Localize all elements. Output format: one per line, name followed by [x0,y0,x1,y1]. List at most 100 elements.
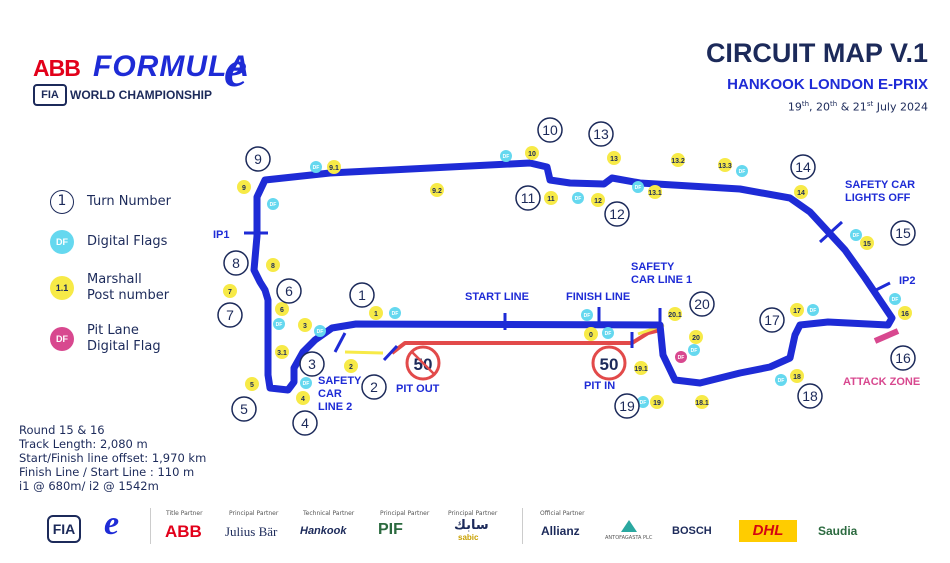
svg-text:14: 14 [795,159,811,175]
svg-text:4: 4 [301,415,309,431]
marshall-post: 18 [790,369,804,383]
principal-partner-label-2: Principal Partner [380,510,430,517]
svg-text:DF: DF [575,196,582,202]
svg-text:16: 16 [895,350,911,366]
marshall-post: 0 [584,327,598,341]
svg-text:12: 12 [609,206,625,222]
digital-flag: DF [581,309,593,321]
world-championship-label: WORLD CHAMPIONSHIP [70,88,212,102]
svg-text:DF: DF [303,381,310,387]
pif-logo: PIF [378,521,403,538]
marshall-post: 18.1 [695,395,709,409]
legend-label: Turn Number [87,194,171,209]
svg-text:DF: DF [892,297,899,303]
fia-logo: FIA [33,84,67,106]
turn-marker: 6 [276,278,302,304]
turn-marker: 19 [614,393,640,419]
svg-text:DF: DF [739,169,746,175]
svg-text:DF: DF [313,165,320,171]
marshall-post: 17 [790,303,804,317]
turn-marker: 15 [890,220,916,246]
start-line-label: START LINE [465,291,529,303]
pit-df-symbol: DF [50,327,74,351]
svg-text:10: 10 [528,151,536,158]
svg-text:14: 14 [797,190,805,197]
finish-line-label: FINISH LINE [566,291,630,303]
svg-text:13.2: 13.2 [671,158,685,165]
digital-flag: DF [267,198,279,210]
svg-text:0: 0 [589,332,593,339]
marshall-posts: 0 1 2 3 3.1 4 5 6 7 8 9 9.1 9.2 10 11 12… [223,146,912,409]
svg-text:2: 2 [349,364,353,371]
marshall-post: 3 [298,318,312,332]
marshall-post: 12 [591,193,605,207]
info-finish-start: Finish Line / Start Line : 110 m [19,465,195,479]
track [250,159,896,394]
svg-text:4: 4 [301,396,305,403]
turn-marker: 4 [292,410,318,436]
svg-text:8: 8 [232,255,240,271]
svg-text:DF: DF [640,400,647,406]
svg-text:50: 50 [600,355,619,374]
svg-text:13: 13 [610,156,618,163]
safety-car-line-2-label: SAFETY [318,375,362,387]
turn-marker: 20 [689,291,715,317]
digital-flag: DF [273,318,285,330]
turn-marker: 3 [299,351,325,377]
svg-text:DF: DF [778,378,785,384]
svg-text:8: 8 [271,263,275,270]
svg-text:1: 1 [358,287,366,303]
antofagasta-logo: ANTOFAGASTA PLC [605,535,653,541]
pit-lane-digital-flag: DF [675,351,687,363]
svg-text:15: 15 [863,241,871,248]
svg-text:19.1: 19.1 [634,366,648,373]
svg-text:DF: DF [276,322,283,328]
pit-in-speed-sign: 50 [591,345,627,381]
turn-marker: 8 [223,250,249,276]
marshall-post: 11 [544,191,558,205]
digital-flag: DF [688,344,700,356]
svg-text:18: 18 [802,388,818,404]
safety-car-off-label-2: LIGHTS OFF [845,192,911,204]
digital-flag: DF [775,374,787,386]
svg-text:DF: DF [810,308,817,314]
svg-text:20: 20 [694,296,710,312]
turn-symbol: 1 [50,190,74,214]
marshall-post: 16 [898,306,912,320]
svg-text:3: 3 [308,356,316,372]
svg-text:9: 9 [242,185,246,192]
turn-marker: 10 [537,117,563,143]
svg-text:17: 17 [793,308,801,315]
turn-marker: 16 [890,345,916,371]
svg-text:19: 19 [653,400,661,407]
principal-partner-label-3: Principal Partner [448,510,498,517]
marshall-post: 13.3 [718,158,732,172]
marshall-post: 6 [275,302,289,316]
fe-partner-logo: e [104,505,120,542]
technical-partner-label: Technical Partner [303,510,355,517]
digital-flag: DF [637,396,649,408]
digital-flags: DF DF DF DF DF DF DF DF DF DF DF DF DF D… [267,150,901,408]
ip2-marker [871,281,891,294]
digital-flag: DF [500,150,512,162]
svg-text:19: 19 [619,398,635,414]
svg-text:9.1: 9.1 [329,165,339,172]
svg-text:13.1: 13.1 [648,190,662,197]
legend-digital-flags: DF Digital Flags [50,230,167,254]
marshall-post: 8 [266,258,280,272]
turn-marker: 5 [231,396,257,422]
digital-flag: DF [602,327,614,339]
df-symbol: DF [50,230,74,254]
turn-marker: 14 [790,154,816,180]
turn-marker: 11 [515,185,541,211]
safety-car-line-1-label-2: CAR LINE 1 [631,274,692,286]
digital-flag: DF [314,325,326,337]
svg-text:20.1: 20.1 [668,312,682,319]
marshall-post: 13.1 [648,185,662,199]
svg-text:11: 11 [547,196,555,203]
digital-flag: DF [807,304,819,316]
marshall-post: 9.2 [430,183,444,197]
svg-text:18: 18 [793,374,801,381]
